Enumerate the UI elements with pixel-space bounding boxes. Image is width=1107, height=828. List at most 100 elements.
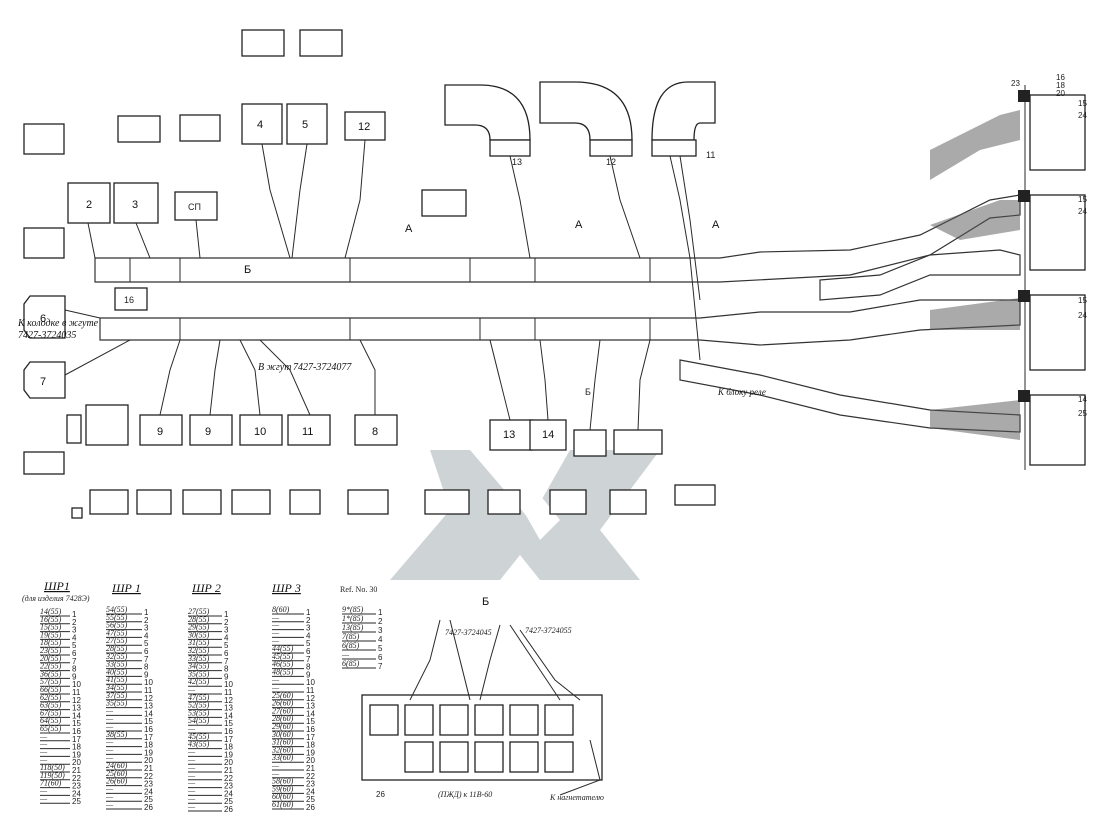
table-cell: — <box>105 738 114 747</box>
table-cell: 45(55) <box>188 732 210 741</box>
pin-number: 10 <box>306 678 315 687</box>
pin-number: 4 <box>144 631 149 640</box>
table-cell: 6(85) <box>342 659 360 668</box>
table-cell: 24(60) <box>106 761 128 770</box>
table-cell: 32(55) <box>105 652 128 661</box>
svg-text:A: A <box>405 223 413 235</box>
table-cell: — <box>39 740 48 749</box>
table-cell: 23(55) <box>40 646 62 655</box>
table-cell: 35(55) <box>105 699 128 708</box>
pin-number: 5 <box>72 641 77 650</box>
table-cell: 31(60) <box>271 738 294 747</box>
table-cell: 61(60) <box>272 800 294 809</box>
pin-number: 5 <box>378 644 383 653</box>
table-cell: 42(55) <box>188 677 210 686</box>
pin-number: 17 <box>72 735 81 744</box>
table-cell: — <box>105 745 114 754</box>
svg-text:8: 8 <box>372 426 378 438</box>
pin-number: 18 <box>144 741 153 750</box>
right-numbers: 23 16 18 20 15 24 15 24 15 24 14 25 <box>1011 73 1087 418</box>
connector-14 <box>1029 394 1086 466</box>
pin-number: 19 <box>144 748 153 757</box>
table-cell: 26(60) <box>272 699 294 708</box>
table-cell: 34(55) <box>105 683 128 692</box>
table-cell: 27(55) <box>106 636 128 645</box>
svg-text:К блоку реле: К блоку реле <box>717 387 766 397</box>
svg-text:18: 18 <box>1056 81 1065 90</box>
pin-number: 17 <box>224 735 233 744</box>
main-harness-lower <box>99 299 1021 346</box>
pin-number: 23 <box>144 780 153 789</box>
table-cell: 34(55) <box>187 662 210 671</box>
pin-number: 24 <box>306 787 315 796</box>
pin-number: 15 <box>224 719 233 728</box>
table-cell: — <box>271 613 280 622</box>
pin-number: 11 <box>144 686 153 695</box>
table-cell: — <box>187 755 196 764</box>
connector-3: 3 <box>113 182 159 259</box>
table-cell: 28(55) <box>106 644 128 653</box>
table-cell: 29(60) <box>272 722 294 731</box>
pin-number: 10 <box>224 680 233 689</box>
pin-number: 9 <box>144 670 149 679</box>
table-cell: 38(55) <box>105 730 128 739</box>
table-cell: 25(60) <box>106 769 128 778</box>
connector-15-mid <box>1029 194 1086 271</box>
pin-number: 22 <box>144 772 153 781</box>
svg-text:Б: Б <box>585 387 591 397</box>
table-cell: 40(55) <box>106 667 128 676</box>
svg-text:К нагнетателю: К нагнетателю <box>549 793 604 802</box>
table-cell: — <box>187 771 196 780</box>
table-cell: 119(50) <box>40 771 65 780</box>
pin-number: 12 <box>306 694 315 703</box>
pin-number: 18 <box>72 743 81 752</box>
svg-text:4: 4 <box>257 119 263 131</box>
svg-text:15: 15 <box>1078 296 1087 305</box>
connector-15-low <box>1029 294 1086 371</box>
pin-number: 7 <box>144 655 149 664</box>
pin-number: 13 <box>72 704 81 713</box>
pin-number: 9 <box>224 672 229 681</box>
svg-text:25: 25 <box>1078 409 1087 418</box>
table-cell: — <box>187 685 196 694</box>
pin-number: 20 <box>144 756 153 765</box>
pin-number: 21 <box>306 764 315 773</box>
table-cell: 27(60) <box>272 706 294 715</box>
pin-number: 16 <box>306 725 315 734</box>
svg-text:14: 14 <box>542 429 554 441</box>
table-ref: Ref. No. 30 <box>340 585 377 594</box>
table-cell: 62(55) <box>40 693 62 702</box>
svg-text:26: 26 <box>376 790 385 799</box>
svg-text:7427-3724045: 7427-3724045 <box>445 628 492 637</box>
table-shr1-rows: 14(55)116(55)215(55)319(55)418(55)523(55… <box>39 607 81 806</box>
connector-12: 12 <box>344 111 386 259</box>
svg-text:15: 15 <box>1078 195 1087 204</box>
pin-number: 17 <box>144 733 153 742</box>
svg-text:ШР 3: ШР 3 <box>271 581 301 595</box>
table-cell: — <box>271 761 280 770</box>
svg-text:16: 16 <box>1056 73 1065 82</box>
pin-number: 2 <box>224 618 229 627</box>
svg-text:13: 13 <box>512 157 522 167</box>
table-cell: — <box>105 753 114 762</box>
pin-number: 8 <box>72 665 77 674</box>
table-cell: 32(60) <box>271 745 294 754</box>
svg-text:6: 6 <box>40 313 46 325</box>
table-cell: 28(55) <box>188 615 210 624</box>
left-pads <box>23 29 467 475</box>
table-shr1b-rows: 54(55)155(55)256(55)347(55)427(55)528(55… <box>105 605 153 812</box>
table-cell: 1*(85) <box>342 614 364 623</box>
svg-text:24: 24 <box>1078 207 1087 216</box>
svg-text:2: 2 <box>86 199 92 211</box>
pin-number: 2 <box>306 616 311 625</box>
pin-number: 25 <box>72 797 81 806</box>
table-cell: — <box>105 706 114 715</box>
table-cell: — <box>39 747 48 756</box>
connector-15-top <box>1029 94 1086 171</box>
table-shr3: ШР 3 <box>271 581 301 595</box>
svg-text:7427-3724035: 7427-3724035 <box>18 330 76 341</box>
svg-text:23: 23 <box>1011 79 1020 88</box>
table-cell: 118(50) <box>40 763 65 772</box>
table-cell: — <box>39 755 48 764</box>
pin-number: 17 <box>306 733 315 742</box>
